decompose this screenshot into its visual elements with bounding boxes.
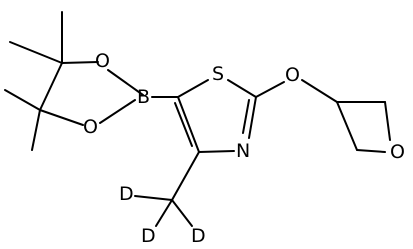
atom-label-boron: B [137, 86, 150, 108]
bond-c4-cd3 [171, 151, 200, 201]
bond-o-bottom-b [99, 99, 136, 124]
bond-c4-c5-double [174, 102, 193, 147]
atom-label-sulfur: S [212, 63, 224, 85]
bond-o-ether-c3 [301, 79, 338, 103]
bond-cd3-d1 [134, 195, 173, 201]
atom-label-deuterium-2: D [141, 225, 156, 247]
bond-c5-s [177, 79, 209, 98]
atom-label-oxygen-oxetane: O [390, 141, 405, 163]
bond-n-c4 [198, 150, 235, 153]
bond-s-c2 [227, 79, 257, 98]
bond-oxetane-1 [336, 101, 358, 151]
cd3-bonds [134, 151, 200, 227]
atom-label-deuterium-1: D [119, 183, 134, 205]
thiazole-ring-bonds [174, 79, 257, 153]
bond-b-o-top [107, 69, 144, 96]
bond-c2-n-double [242, 99, 250, 134]
atom-label-oxygen-boronate-bottom: O [83, 116, 98, 138]
bond-methyl-4 [31, 109, 41, 151]
bond-cd3-d2 [155, 199, 173, 227]
atom-label-nitrogen: N [236, 140, 250, 162]
atom-label-deuterium-3: D [191, 225, 206, 247]
bond-methyl-2 [9, 41, 63, 64]
bond-c-c-ring [39, 62, 63, 111]
bond-cd3-d3 [171, 199, 193, 227]
pinacol-methyl-bonds [4, 11, 63, 151]
atom-label-oxygen-boronate-top: O [95, 50, 110, 72]
bond-c2-o-ether [255, 81, 285, 98]
atom-label-oxygen-ether: O [285, 64, 300, 86]
bond-oxetane-4 [356, 149, 386, 153]
bond-oxetane-3 [384, 101, 391, 141]
bond-methyl-3 [4, 89, 41, 111]
bond-c-o-bottom [39, 109, 84, 126]
bond-c4-c5 [177, 96, 200, 153]
bond-c2-n [248, 96, 257, 139]
oxetane-ring-bonds [336, 101, 391, 153]
pinacol-ring-bonds [39, 61, 144, 126]
bond-o-top-c [61, 61, 99, 64]
